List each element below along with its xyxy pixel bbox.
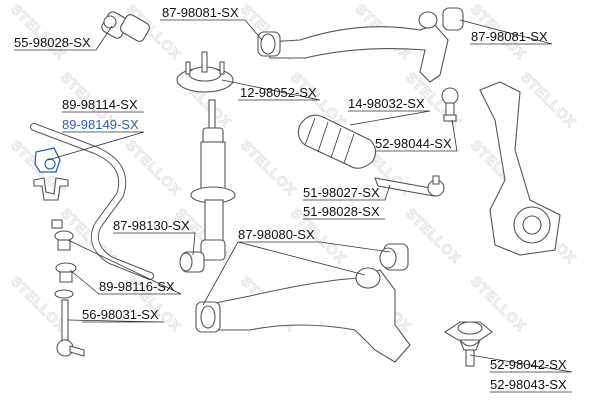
part-strut-mount [176,51,234,93]
watermark-text: STELLOX [518,69,580,131]
part-label-87-98081-right[interactable]: 87-98081-SX [471,29,548,44]
part-lower-control-arm [195,243,411,363]
part-label-87-98080[interactable]: 87-98080-SX [238,227,315,242]
part-upper-control-arm [257,7,464,83]
part-label-89-98114[interactable]: 89-98114-SX [62,97,138,112]
part-label-51-98028[interactable]: 51-98028-SX [303,204,380,219]
part-bushing-bracket [33,177,69,201]
part-label-89-98149[interactable]: 89-98149-SX [62,117,139,132]
part-link-bushings [51,219,77,299]
part-label-56-98031[interactable]: 56-98031-SX [82,307,159,322]
watermark-text: STELLOX [238,137,300,199]
part-label-12-98052[interactable]: 12-98052-SX [240,85,317,100]
part-label-87-98130[interactable]: 87-98130-SX [113,218,190,233]
part-label-52-98044[interactable]: 52-98044-SX [375,136,452,151]
part-stabilizer-bar [30,123,154,280]
part-label-52-98042[interactable]: 52-98042-SX [490,357,567,372]
part-stabilizer-link [56,299,85,357]
part-labels: 55-98028-SX 87-98081-SX 87-98081-SX 12-9… [14,5,567,392]
watermark-text: STELLOX [403,205,465,267]
part-label-87-98081-top[interactable]: 87-98081-SX [162,5,239,20]
part-steering-knuckle [479,81,561,256]
parts [30,7,561,367]
part-label-14-98032[interactable]: 14-98032-SX [348,96,425,111]
part-ball-joint-52-98044 [441,87,459,122]
part-ball-joint-52-98042 [443,321,493,367]
part-bushing-87-98130 [179,251,205,273]
part-label-52-98043[interactable]: 52-98043-SX [490,377,567,392]
part-tie-rod-end [374,175,445,197]
watermark-text: STELLOX [8,1,70,63]
part-stabilizer-bushing [34,147,61,173]
part-label-55-98028[interactable]: 55-98028-SX [14,35,91,50]
part-shock-absorber [190,99,236,261]
part-label-89-98116[interactable]: 89-98116-SX [99,279,175,294]
part-bushing-55-98028 [101,11,150,42]
watermark-text: STELLOX [123,137,185,199]
part-label-51-98027[interactable]: 51-98027-SX [303,185,380,200]
leader-lines [14,19,573,393]
part-steering-boot [297,114,377,169]
